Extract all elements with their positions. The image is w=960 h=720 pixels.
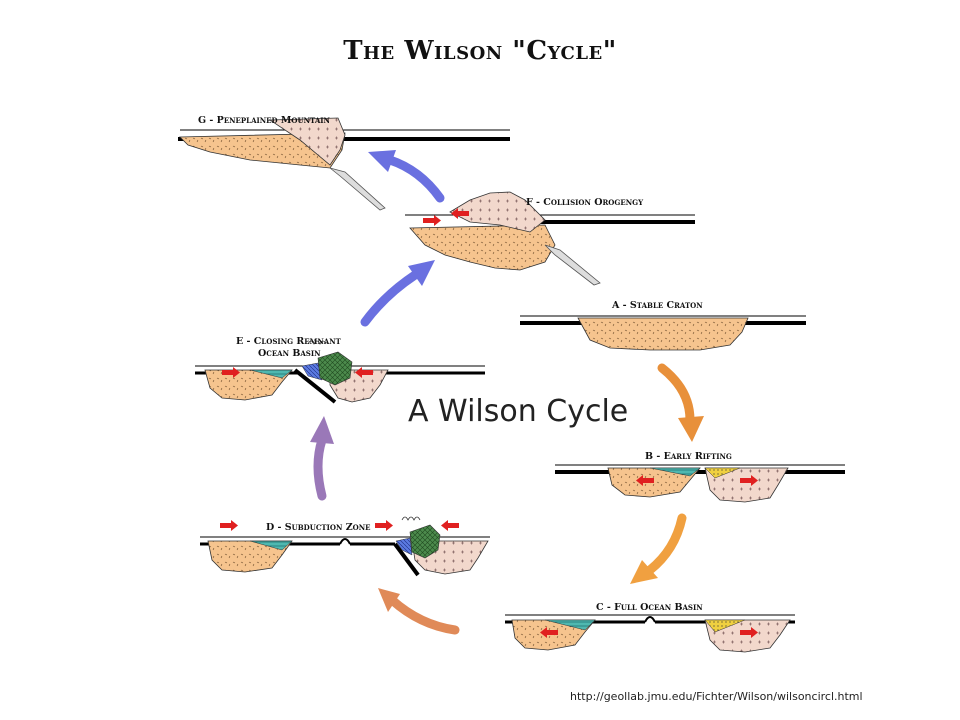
arrow-c-to-d (378, 588, 460, 635)
stage-f-collision-orogeny: F - Collision Orogengy (405, 191, 695, 286)
stage-b-early-rifting: B - Early Rifting (555, 451, 845, 503)
stage-g-label: G - Peneplained Mountain (198, 115, 331, 126)
center-caption: A Wilson Cycle (408, 394, 629, 429)
stage-e-closing-remnant-ocean-basin: E - Closing Remnant Ocean Basin (195, 336, 485, 404)
arrow-f-to-g (368, 150, 445, 203)
stage-e-label-line1: E - Closing Remnant (236, 336, 342, 347)
stage-c-label: C - Full Ocean Basin (596, 602, 703, 613)
stage-g-peneplained-mountain: G - Peneplained Mountain (178, 115, 510, 211)
stage-b-label: B - Early Rifting (645, 451, 732, 462)
stage-a-stable-craton: A - Stable Craton (520, 300, 806, 351)
arrow-d-to-e (310, 416, 334, 501)
stage-d-label: D - Subduction Zone (266, 522, 370, 533)
stage-c-full-ocean-basin: C - Full Ocean Basin (505, 602, 795, 653)
page-title: The Wilson "Cycle" (343, 36, 617, 66)
arrow-b-to-c (630, 513, 687, 584)
arrow-e-to-f (360, 260, 435, 327)
arrow-a-to-b (657, 363, 704, 442)
stage-a-label: A - Stable Craton (611, 300, 703, 311)
cycle-arrows (310, 150, 704, 635)
stage-f-label: F - Collision Orogengy (526, 197, 644, 208)
stage-d-subduction-zone: D - Subduction Zone (200, 516, 490, 577)
stage-e-label-line2: Ocean Basin (258, 348, 321, 359)
source-url[interactable]: http://geollab.jmu.edu/Fichter/Wilson/wi… (570, 690, 863, 703)
